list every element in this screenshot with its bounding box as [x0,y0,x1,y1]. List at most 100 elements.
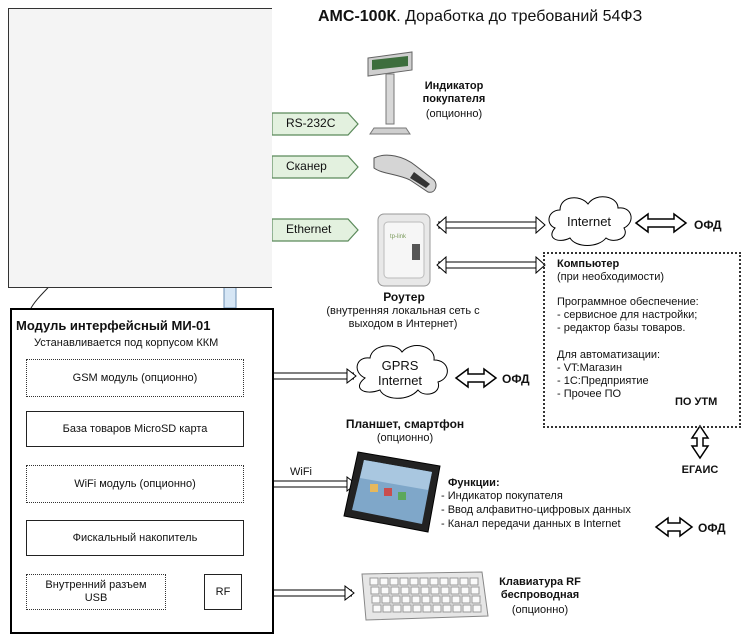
keyboard-note: (опционно) [511,604,569,616]
module-title: Модуль интерфейсный МИ-01 [16,318,211,333]
router-icon: tp-link [377,213,431,287]
tablet-ofd-label: ОФД [698,521,726,535]
keyboard-key [382,604,392,613]
rs232-tag-label: RS-232C [286,116,336,130]
internet-label: Internet [566,214,612,229]
cash-register-frame [8,8,272,288]
tablet-note: (опционно) [376,432,434,444]
keyboard-key [431,595,441,604]
internet-ofd-link [634,212,688,234]
keyboard-key [429,577,439,586]
computer-auto-item: - Прочее ПО [557,388,622,400]
scanner-tag-label: Сканер [286,159,327,173]
keyboard-key [462,604,472,613]
computer-box [543,252,741,428]
keyboard-key [442,604,452,613]
rf-label: RF [215,586,231,598]
internet-cloud [548,196,632,246]
egais-label: ЕГАИС [681,464,719,476]
keyboard-key [460,586,470,595]
router-desc: (внутренняя локальная сеть с выходом в И… [326,305,480,330]
keyboard-key [439,577,449,586]
keyboard-name: Клавиатура RF беспроводная [499,576,581,601]
keyboard-key [449,577,459,586]
rf-keyboard-icon [361,571,489,621]
usb-box: Внутренний разъем USB [26,574,166,610]
keyboard-key [421,595,431,604]
tablet-functions-title: Функции: [448,477,500,489]
keyboard-key [369,577,379,586]
db-box: База товаров MicroSD карта [26,411,244,447]
keyboard-key [400,586,410,595]
keyboard-key [459,577,469,586]
egais-link [690,424,710,460]
computer-utm: ПО УТМ [675,396,718,408]
keyboard-key [432,604,442,613]
keyboard-key [461,595,471,604]
wifi-module-label: WiFi модуль (опционно) [74,478,196,490]
keyboard-key [371,595,381,604]
keyboard-key [451,595,461,604]
keyboard-key [381,595,391,604]
keyboard-key [450,586,460,595]
indicator-name: Индикатор покупателя [422,80,486,105]
keyboard-key [430,586,440,595]
keyboard-key [402,604,412,613]
keyboard-key [401,595,411,604]
keyboard-key [399,577,409,586]
svg-text:tp-link: tp-link [390,234,407,240]
keyboard-key [472,604,482,613]
ethernet-tag-label: Ethernet [286,222,332,236]
gprs-label: GPRS Internet [377,358,423,388]
gsm-module-label: GSM модуль (опционно) [72,372,198,384]
keyboard-key [419,577,429,586]
tablet-icon [343,451,441,533]
keyboard-key [392,604,402,613]
computer-software-title: Программное обеспечение: [557,296,699,308]
tablet-function-item: - Индикатор покупателя [441,490,563,502]
module-subtitle: Устанавливается под корпусом ККМ [34,337,219,349]
keyboard-key [372,604,382,613]
keyboard-key [420,586,430,595]
gprs-ofd-label: ОФД [502,372,530,386]
rf-box: RF [204,574,242,610]
keyboard-key [470,586,480,595]
gprs-ofd-link [454,367,498,389]
keyboard-key [390,586,400,595]
gsm-module-box: GSM модуль (опционно) [26,359,244,397]
keyboard-key [441,595,451,604]
fiscal-label: Фискальный накопитель [72,532,198,544]
computer-auto-title: Для автоматизации: [557,349,661,361]
keyboard-key [471,595,481,604]
page-title: АМС-100К. Доработка до требований 54ФЗ [318,8,643,25]
customer-display-icon [367,51,413,135]
keyboard-key [409,577,419,586]
keyboard-key [370,586,380,595]
internet-ofd-label: ОФД [694,218,722,232]
keyboard-key [411,595,421,604]
tablet-function-item: - Канал передачи данных в Internet [441,518,621,530]
keyboard-key [412,604,422,613]
keyboard-key [422,604,432,613]
tablet-function-item: - Ввод алфавитно-цифровых данных [441,504,631,516]
tablet-ofd-link [654,516,694,538]
router-name: Роутер [383,290,425,304]
keyboard-key [379,577,389,586]
keyboard-key [440,586,450,595]
tablet-name: Планшет, смартфон [345,417,465,431]
computer-auto-item: - 1С:Предприятие [557,375,649,387]
keyboard-key [380,586,390,595]
keyboard-key [410,586,420,595]
router-computer-link [436,255,546,275]
indicator-note: (опционно) [425,108,483,120]
computer-name: Компьютер [557,258,620,270]
fiscal-box: Фискальный накопитель [26,520,244,556]
keyboard-key [469,577,479,586]
computer-software-item: - сервисное для настройки; [557,309,698,321]
barcode-scanner-icon [373,154,437,193]
gprs-cloud [356,345,448,399]
computer-auto-item: - VT:Магазин [557,362,623,374]
keyboard-key [452,604,462,613]
usb-label: Внутренний разъем USB [45,579,147,604]
computer-software-item: - редактор базы товаров. [557,322,686,334]
